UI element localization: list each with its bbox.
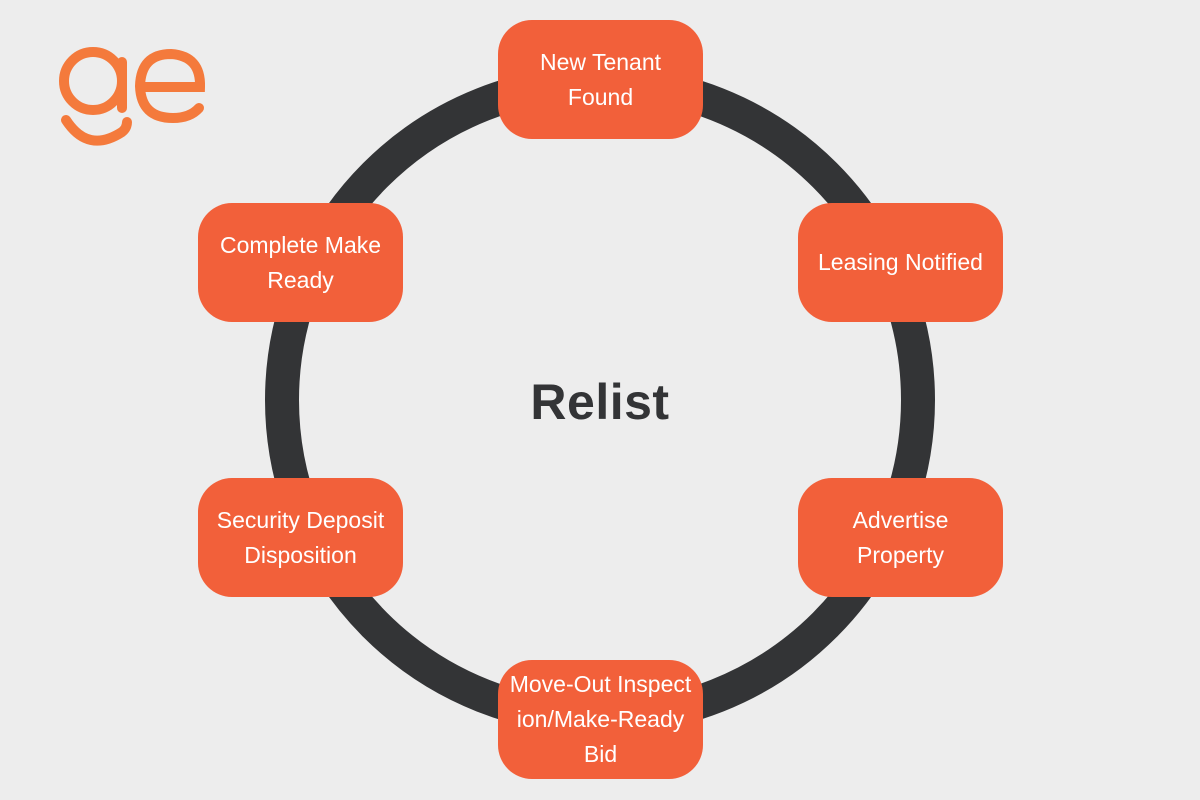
step-leasing-notified: Leasing Notified: [798, 203, 1003, 322]
step-complete-make-ready: Complete Make Ready: [198, 203, 403, 322]
ge-logo-icon: [59, 47, 205, 146]
step-label: Move-Out Inspection/Make-Ready Bid: [509, 671, 692, 767]
step-security-deposit-disposition: Security Deposit Disposition: [198, 478, 403, 597]
step-advertise-property: Advertise Property: [798, 478, 1003, 597]
step-label: Security Deposit Disposition: [216, 506, 385, 568]
step-move-out-inspection: Move-Out Inspection/Make-Ready Bid: [498, 660, 703, 779]
step-new-tenant-found: New Tenant Found: [498, 20, 703, 139]
step-label: New Tenant Found: [539, 48, 662, 110]
step-label: Leasing Notified: [818, 249, 983, 275]
step-label: Advertise Property: [852, 506, 949, 568]
step-label: Complete Make Ready: [219, 231, 382, 293]
center-title: Relist: [530, 374, 670, 430]
